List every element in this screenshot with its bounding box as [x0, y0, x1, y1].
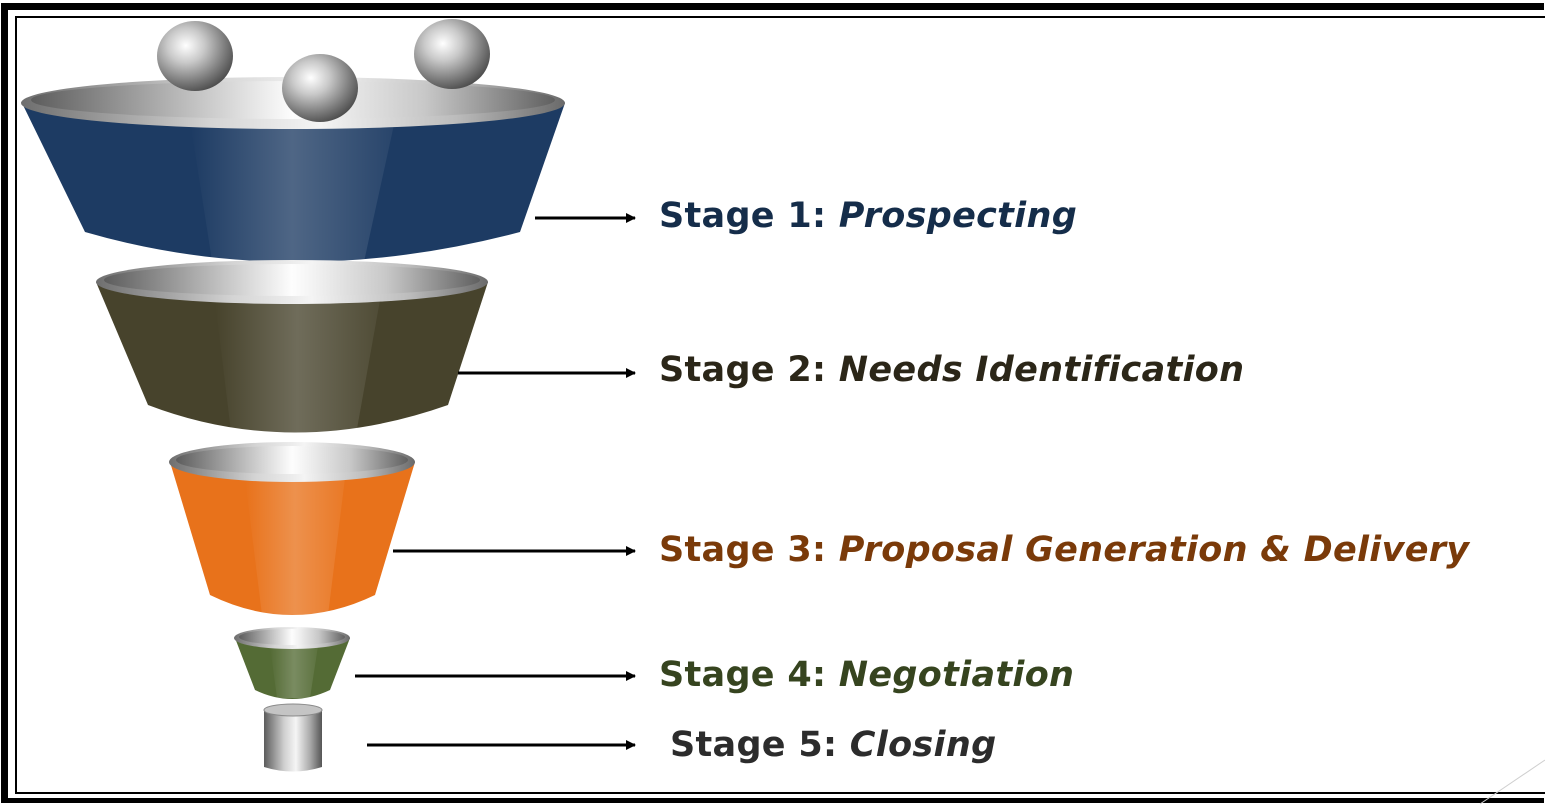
stage-1-prefix: Stage 1:: [659, 196, 827, 236]
outer-border: [1, 3, 1544, 803]
balls-group: [157, 19, 490, 122]
cylinder-body: [264, 710, 322, 772]
stage-2-prefix: Stage 2:: [659, 350, 827, 390]
funnel-4-shine: [270, 646, 318, 698]
stage-5-label: Stage 5: Closing: [670, 725, 996, 765]
stage-4-label: Stage 4: Negotiation: [659, 655, 1074, 695]
stage-5-name: Closing: [849, 725, 997, 765]
stage-3-prefix: Stage 3:: [659, 530, 827, 570]
stage-3-label: Stage 3: Proposal Generation & Delivery: [659, 530, 1469, 570]
funnel-segment-4-icon: [234, 627, 350, 699]
sphere-icon: [282, 54, 358, 122]
sphere-icon: [414, 19, 490, 89]
stage-3-name: Proposal Generation & Delivery: [838, 530, 1470, 570]
funnel-4-opening: [239, 629, 345, 645]
stage-2-name: Needs Identification: [838, 350, 1245, 390]
funnel-2-shine: [215, 300, 380, 440]
funnel-segment-3-icon: [169, 442, 415, 615]
stage-5-prefix: Stage 5:: [670, 725, 838, 765]
funnel-1-shine: [190, 120, 395, 280]
cylinder-icon: [263, 703, 323, 772]
stage-2-label: Stage 2: Needs Identification: [659, 350, 1244, 390]
stage-4-name: Negotiation: [838, 655, 1075, 695]
stage-1-label: Stage 1: Prospecting: [659, 196, 1077, 236]
funnel-3-opening: [176, 446, 408, 474]
inner-border: [15, 16, 1545, 794]
stage-1-name: Prospecting: [838, 196, 1078, 236]
funnel-segment-2-icon: [96, 260, 488, 440]
funnel-2-opening: [104, 264, 480, 296]
sphere-icon: [157, 21, 233, 91]
corner-decoration: [1479, 759, 1545, 805]
stage-4-prefix: Stage 4:: [659, 655, 827, 695]
cylinder-top: [263, 703, 323, 717]
funnel-3-shine: [245, 478, 345, 615]
